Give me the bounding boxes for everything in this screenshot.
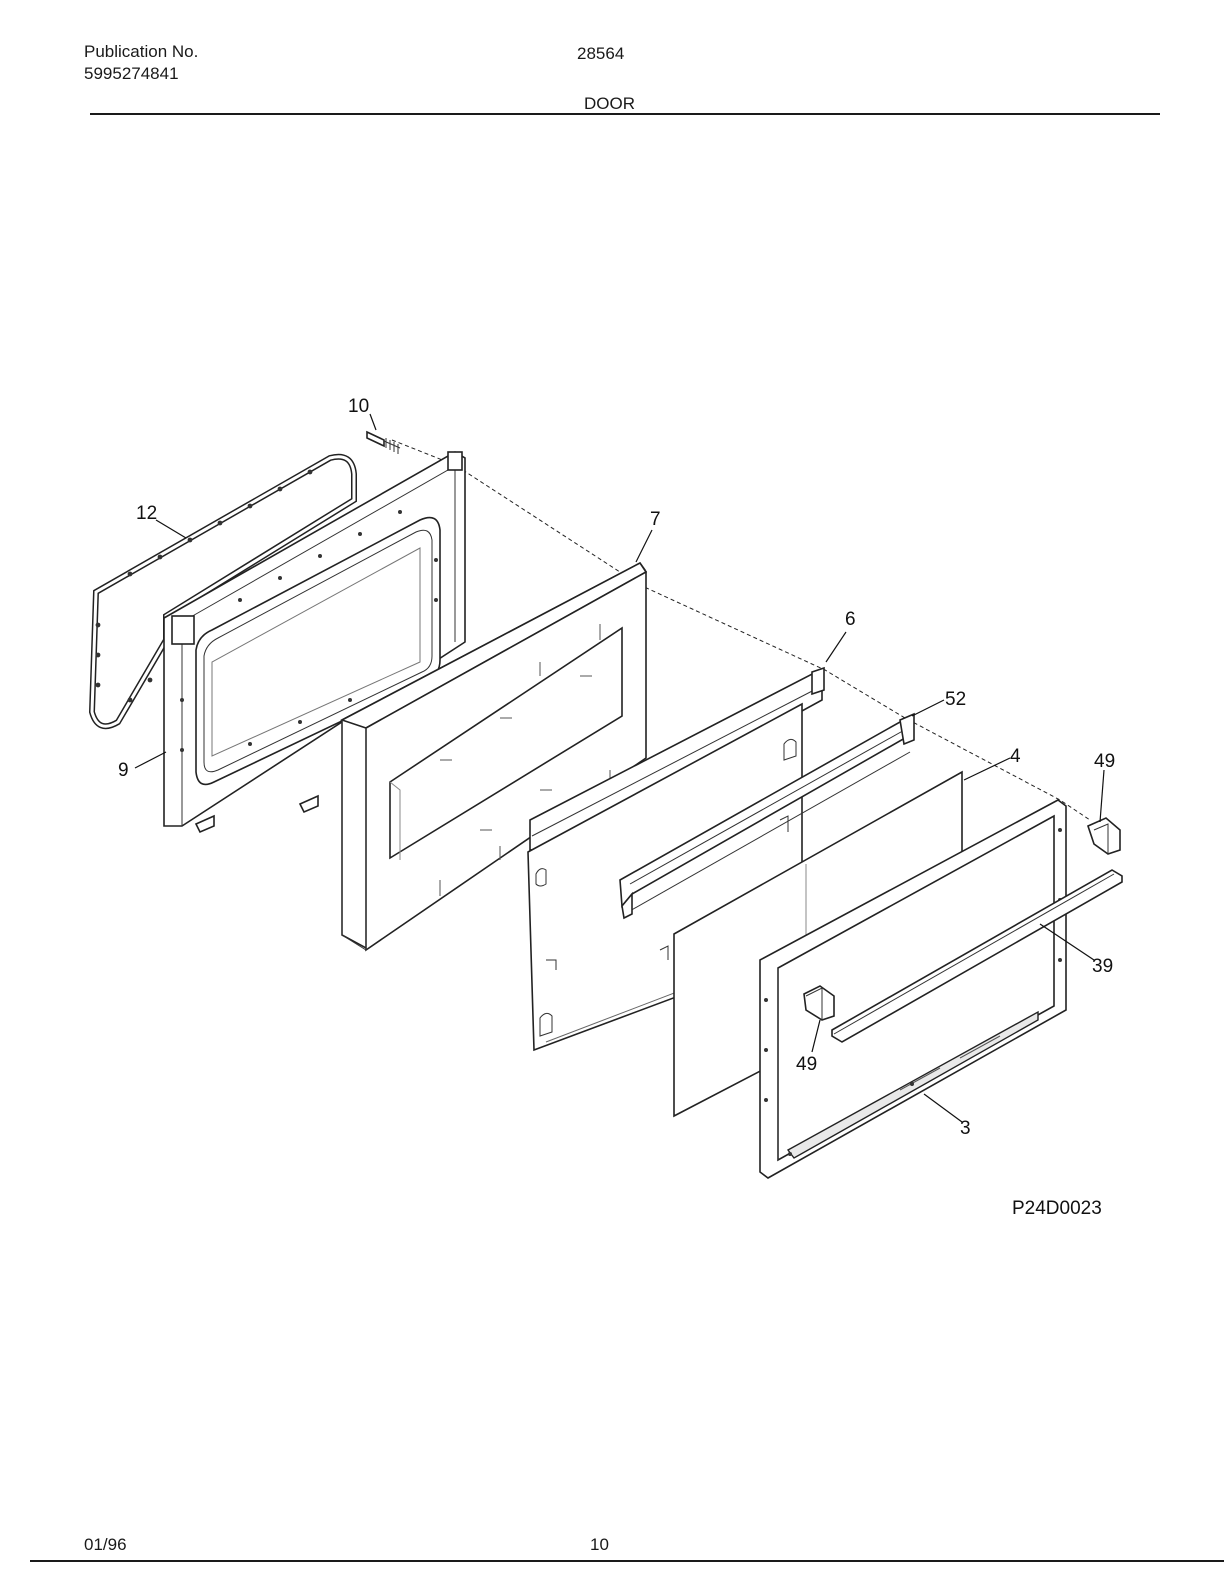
footer-rule xyxy=(30,1560,1224,1562)
callout-inner-door: 9 xyxy=(118,760,129,781)
callout-gasket: 12 xyxy=(136,503,157,524)
callout-outer-frame: 3 xyxy=(960,1118,971,1139)
door-handle xyxy=(831,869,1123,1043)
callout-glass: 4 xyxy=(1010,746,1021,767)
callout-support: 6 xyxy=(845,609,856,630)
publication-label: Publication No. xyxy=(84,42,199,61)
callout-channel: 52 xyxy=(945,689,966,710)
alignment-line xyxy=(391,439,1091,821)
callout-handle: 39 xyxy=(1092,956,1113,977)
callout-end-cap-left: 49 xyxy=(796,1054,817,1075)
screw xyxy=(366,430,401,454)
publication-number: 5995274841 xyxy=(84,64,179,83)
footer-page-number: 10 xyxy=(590,1535,609,1554)
callout-insulation: 7 xyxy=(650,509,661,530)
gasket-clips xyxy=(95,469,313,703)
door-insulation xyxy=(339,561,648,952)
drawing-code: P24D0023 xyxy=(1012,1198,1102,1219)
model-number: 28564 xyxy=(577,44,625,63)
section-title: DOOR xyxy=(584,94,635,113)
leader-lines xyxy=(134,413,1105,1123)
callout-end-cap-right: 49 xyxy=(1094,751,1115,772)
handle-end-cap-right xyxy=(1087,817,1121,855)
channel xyxy=(619,712,915,920)
header-rule xyxy=(90,113,1160,115)
handle-end-cap-left xyxy=(803,985,835,1021)
inner-door-panel xyxy=(163,451,466,834)
footer-date: 01/96 xyxy=(84,1535,127,1554)
callout-screw: 10 xyxy=(348,396,369,417)
